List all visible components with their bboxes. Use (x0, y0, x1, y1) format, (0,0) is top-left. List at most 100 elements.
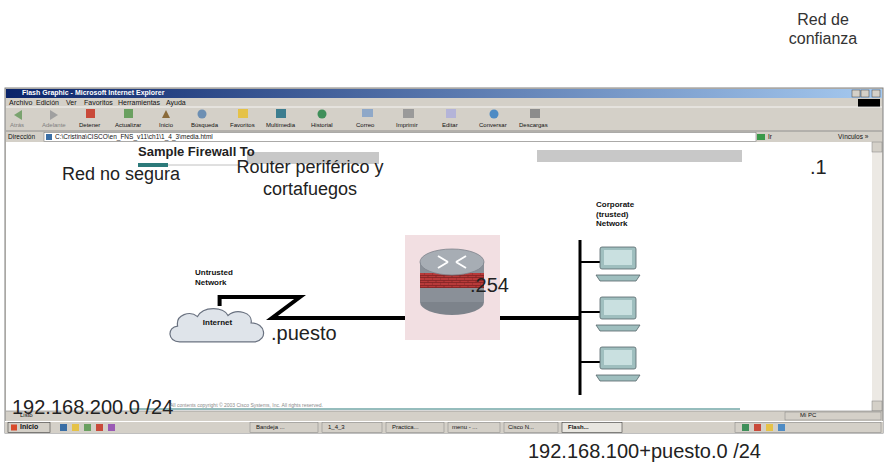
lan-bus (580, 311, 600, 313)
workstation-icon (600, 247, 636, 269)
toolbar-icons (403, 109, 414, 118)
page-content (6, 142, 882, 411)
toolbar-button: Favoritos (230, 122, 255, 129)
toolbar-icons (50, 110, 58, 120)
taskbar-button: Bandeja ... (256, 424, 285, 431)
cloud-node: Internet (165, 304, 270, 346)
subnet-label: 192.168.200.0 /24 (12, 395, 173, 419)
toolbar-button: Multimedia (266, 122, 295, 129)
toolbar-icons (530, 109, 540, 118)
taskbar (84, 424, 91, 431)
toolbar-icons (362, 109, 373, 117)
taskbar (766, 424, 773, 431)
address-label: .254 (470, 273, 509, 297)
menu-item: Archivo (9, 99, 32, 107)
toolbar-icons (124, 109, 133, 118)
page-content (872, 142, 882, 411)
toolbar-button: Editar (442, 122, 458, 129)
menu-item: Edición (36, 99, 59, 107)
taskbar (250, 423, 318, 433)
browser-window (6, 89, 882, 98)
page-content (872, 401, 882, 411)
toolbar-button: Historial (311, 122, 333, 129)
region-label: Red de confianza (776, 10, 870, 48)
network-label: Red no segura (62, 164, 180, 186)
taskbar (778, 424, 785, 431)
taskbar (742, 424, 749, 431)
menu-item: Favoritos (84, 99, 113, 107)
workstation-icon (604, 350, 632, 365)
go-button: Ir (768, 133, 772, 141)
toolbar-icons (318, 110, 327, 119)
toolbar-icons (14, 110, 22, 120)
lan-bus (580, 261, 600, 263)
taskbar (754, 424, 761, 431)
router-node: Router periférico y cortafuegos (405, 235, 500, 340)
workstation-icon (604, 300, 632, 315)
toolbar-button: Actualizar (115, 122, 141, 129)
router-icon (420, 249, 484, 275)
taskbar (386, 423, 444, 433)
links-button: Vínculos » (838, 133, 868, 141)
browser-window (858, 99, 880, 107)
taskbar-button: 1_4_3 (328, 424, 345, 431)
toolbar-icons (86, 109, 95, 118)
router-label: Router periférico y cortafuegos (220, 157, 400, 200)
address-bar (46, 134, 52, 140)
taskbar (11, 425, 17, 431)
browser-window (5, 88, 883, 433)
status-text: Mi PC (800, 412, 816, 419)
taskbar-button: Practica... (392, 424, 419, 431)
toolbar-button: Conversar (479, 122, 507, 129)
toolbar-icons (446, 109, 456, 118)
workstation-icon (596, 325, 640, 331)
address-caption: Dirección (8, 133, 35, 141)
lan-label: Corporate (trusted) Network (580, 198, 658, 229)
toolbar-button: Descargas (519, 122, 548, 129)
address-bar (44, 133, 765, 142)
browser-window (872, 90, 880, 97)
taskbar (72, 424, 79, 431)
window-title: Flash Graphic - Microsoft Internet Explo… (22, 89, 164, 97)
workstation-icon (604, 250, 632, 265)
menu-item: Ayuda (166, 99, 186, 107)
network-link (500, 316, 580, 320)
menu-item: Ver (66, 99, 77, 107)
toolbar-button: Detener (79, 122, 100, 129)
taskbar (96, 424, 103, 431)
menu-item: Herramientas (118, 99, 160, 107)
url-text: C:\Cristina\CISCO\en_FNS_v11\ch1\1_4_3\m… (55, 133, 213, 141)
browser-window (6, 131, 882, 132)
taskbar (5, 421, 883, 433)
toolbar-icons (276, 109, 286, 118)
address-label: .puesto (271, 321, 337, 345)
taskbar (5, 421, 883, 422)
toolbar-icons (14, 109, 540, 120)
browser-window (5, 88, 883, 433)
page-content (537, 150, 742, 162)
start-button: Inicio (20, 423, 38, 431)
taskbar-button: menu - ... (452, 424, 477, 431)
taskbar (5, 421, 883, 433)
address-label: .1 (810, 155, 827, 179)
toolbar-icons (162, 110, 170, 118)
status-bar (785, 412, 881, 420)
workstation-icon (596, 247, 640, 381)
taskbar-button: Flash... (568, 424, 589, 431)
page-content (6, 142, 872, 411)
lan-bus (580, 361, 600, 363)
workstation-icon (600, 297, 636, 319)
page-content (130, 409, 740, 410)
address-bar (44, 133, 756, 142)
network-caption: Untrusted Network (195, 268, 247, 287)
cloud-label: Internet (165, 304, 270, 328)
taskbar (322, 423, 382, 433)
browser-window (6, 107, 882, 108)
toolbar-button: Inicio (159, 122, 173, 129)
taskbar (504, 423, 558, 433)
status-text: Listo (20, 412, 33, 419)
taskbar (735, 423, 881, 433)
toolbar-button: Imprimir (396, 122, 418, 129)
lan-node: Corporate (trusted) Network (580, 198, 680, 395)
